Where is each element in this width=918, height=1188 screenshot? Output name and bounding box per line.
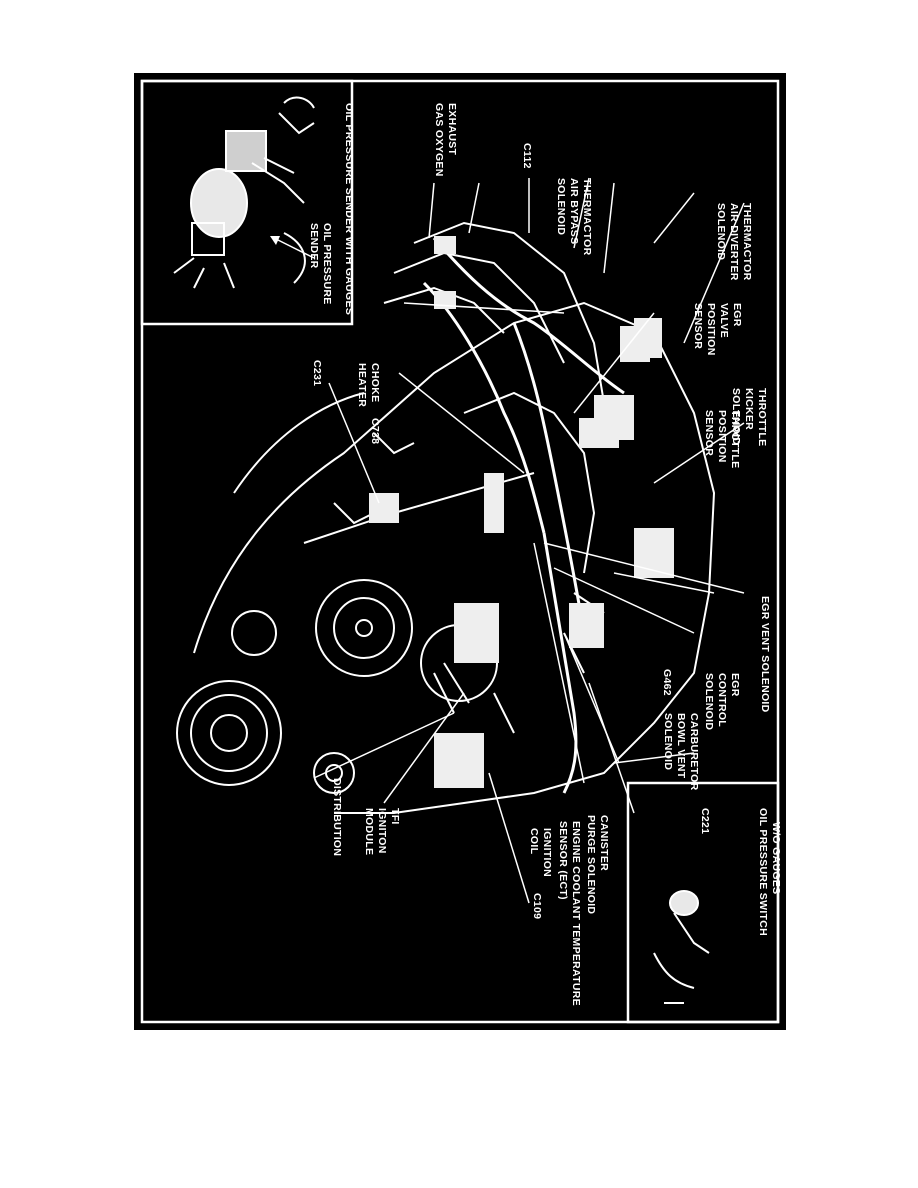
oil-pressure-switch-drawing: [653, 890, 710, 1004]
label-c112: C112: [521, 143, 533, 169]
engine-harness-diagram: OIL PRESSURE SENDER WITH GAUGES OIL PRES…: [140, 79, 782, 1024]
label-engine-coolant-1: ENGINE COOLANT TEMPERATURE: [570, 821, 582, 1006]
label-egr-valve-position-2: VALVE: [718, 303, 730, 338]
label-egr-valve-position-1: EGR: [731, 303, 743, 327]
label-thermactor-air-diverter-2: AIR DIVERTER: [728, 203, 740, 281]
leader-lines: [313, 177, 745, 904]
label-ignition-coil-2: COIL: [528, 828, 540, 855]
inset-top-label-1: OIL PRESSURE: [321, 223, 333, 305]
label-c109: C109: [531, 893, 543, 919]
label-canister-purge-2: PURGE SOLENOID: [585, 815, 597, 914]
inset-bottom-caption-2: W/O GAUGES: [770, 822, 782, 894]
inset-bottom-border: [626, 781, 780, 1024]
label-throttle-kicker-3: SOLENOID: [730, 388, 742, 445]
label-egr-control-1: EGR: [729, 673, 741, 697]
label-carb-bowl-vent-2: BOWL VENT: [675, 713, 687, 779]
label-ignition-coil-1: IGNITION: [541, 828, 553, 877]
label-thermactor-air-diverter-3: SOLENOID: [715, 203, 727, 260]
label-g462: G462: [661, 669, 673, 696]
label-egr-vent: EGR VENT SOLENOID: [759, 596, 771, 713]
components: [369, 236, 674, 788]
label-thermactor-air-diverter-1: THERMACTOR: [741, 203, 753, 281]
label-egr-control-3: SOLENOID: [703, 673, 715, 730]
inset-top-label-2: SENDER: [308, 223, 320, 269]
engine-drawing: [176, 221, 716, 814]
label-exhaust-gas-oxygen-2: GAS OXYGEN: [433, 103, 445, 177]
label-choke-heater-2: HEATER: [356, 363, 368, 407]
label-engine-coolant-2: SENSOR (ECT): [557, 821, 569, 900]
inset-oil-pressure-switch: OIL PRESSURE SWITCH W/O GAUGES: [626, 781, 782, 1024]
inset-top-caption: OIL PRESSURE SENDER WITH GAUGES: [343, 103, 355, 315]
label-carb-bowl-vent-1: CARBURETOR: [688, 713, 700, 791]
label-choke-heater-1: CHOKE: [369, 363, 381, 402]
label-throttle-position-1: THROTTLE: [729, 410, 741, 468]
inset-bottom-caption-1: OIL PRESSURE SWITCH: [757, 808, 769, 936]
label-throttle-kicker-2: KICKER: [743, 388, 755, 430]
label-throttle-kicker-1: THROTTLE: [756, 388, 768, 446]
label-c231: C231: [311, 360, 323, 386]
label-tfi-module-1: TFI: [389, 808, 401, 825]
label-carb-bowl-vent-3: SOLENOID: [662, 713, 674, 770]
outer-border: [140, 79, 780, 1024]
label-thermactor-air-bypass-1: THERMACTOR: [581, 178, 593, 256]
diagram-frame: OIL PRESSURE SENDER WITH GAUGES OIL PRES…: [134, 73, 786, 1030]
label-tfi-module-2: IGNITON: [376, 808, 388, 854]
label-c221: C221: [699, 808, 711, 834]
label-c738: C738: [369, 418, 381, 444]
label-egr-control-2: CONTROL: [716, 673, 728, 727]
sender-arrow: [273, 237, 315, 259]
label-exhaust-gas-oxygen-1: EXHAUST: [446, 103, 458, 156]
label-tfi-module-3: MODULE: [363, 808, 375, 855]
label-egr-valve-position-3: POSITION: [705, 303, 717, 356]
label-thermactor-air-bypass-3: SOLENOID: [555, 178, 567, 235]
label-canister-purge-1: CANISTER: [598, 815, 610, 871]
label-thermactor-air-bypass-2: AIR BYPASS: [568, 178, 580, 244]
label-throttle-position-3: SENSOR: [703, 410, 715, 456]
inset-oil-pressure-sender: OIL PRESSURE SENDER WITH GAUGES OIL PRES…: [140, 79, 355, 326]
oil-pressure-sender-drawing: [173, 96, 315, 289]
inset-top-border: [140, 79, 354, 326]
label-distribution: DISTRIBUTION: [331, 778, 343, 856]
labels: EXHAUST GAS OXYGEN C112 THERMACTOR AIR B…: [311, 103, 771, 1006]
label-egr-valve-position-4: SENSOR: [692, 303, 704, 349]
label-throttle-position-2: POSITION: [716, 410, 728, 463]
